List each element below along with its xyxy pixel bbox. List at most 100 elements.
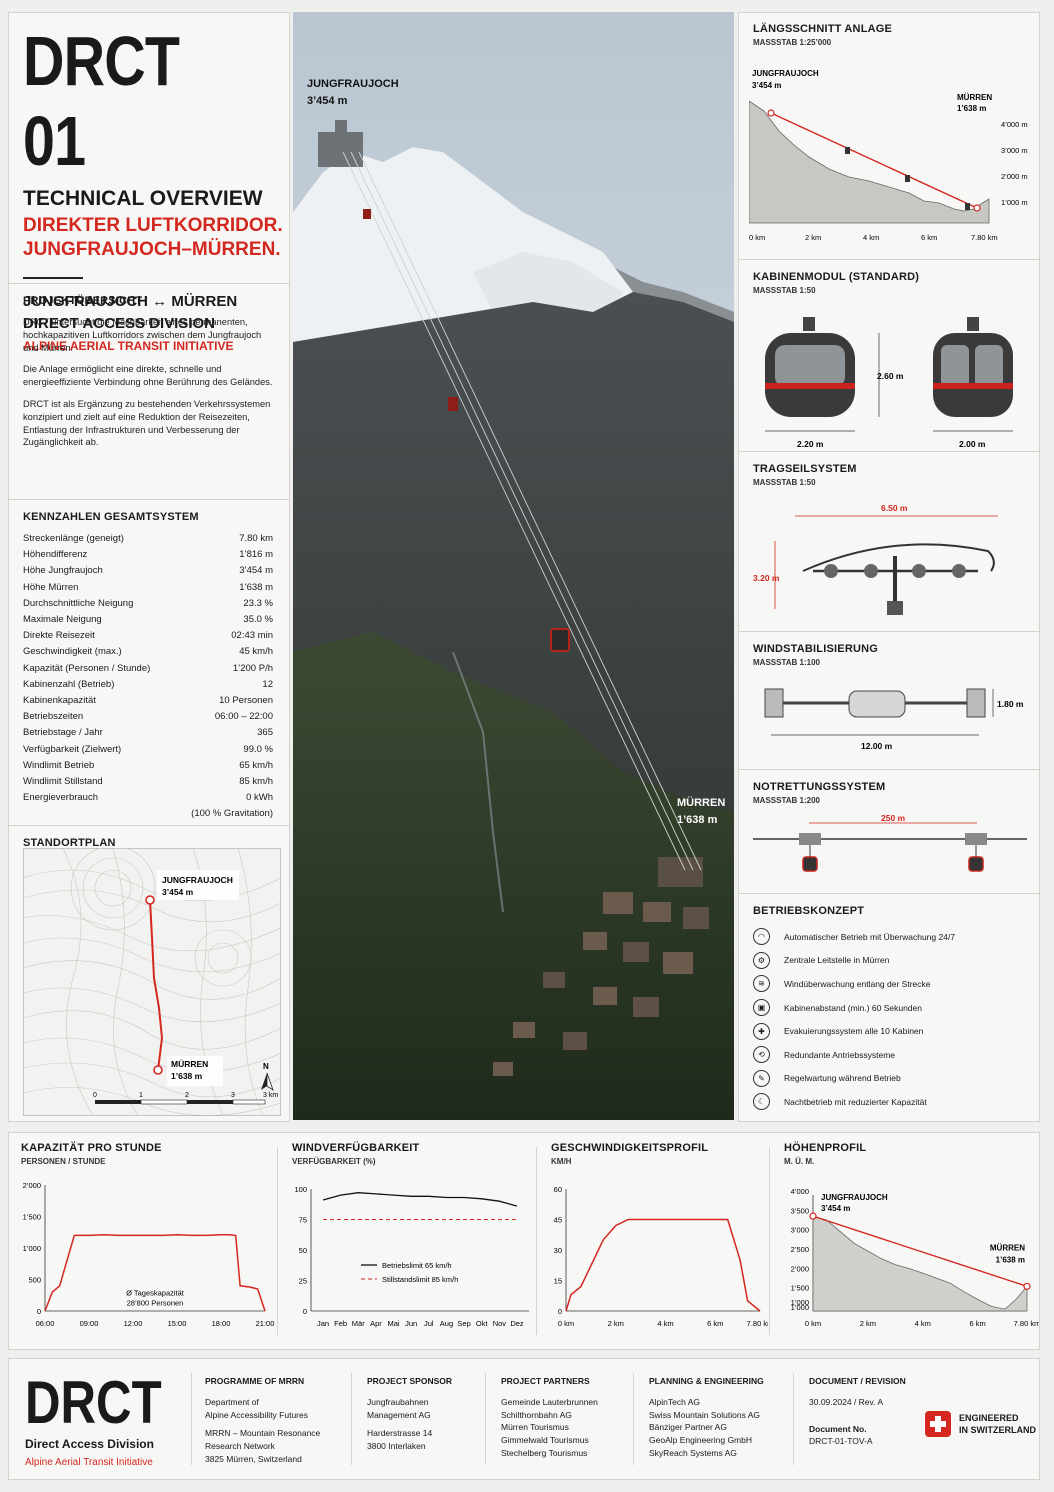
x-tick-label: Sep [457, 1319, 470, 1328]
overview-p1: DRCT untersucht die Machbarkeit eines pe… [23, 317, 262, 353]
kpi-value: 45 km/h [239, 646, 273, 658]
y-tick-label: 60 [554, 1185, 562, 1194]
divider [739, 893, 1039, 894]
kpi-row: Kapazität (Personen / Stunde)1’200 P/h [23, 661, 273, 677]
divider [633, 1373, 634, 1465]
x-tick-label: 18:00 [212, 1319, 231, 1328]
rescue-distance: 250 m [881, 813, 906, 823]
operations-title: BETRIEBSKONZEPT [753, 905, 865, 917]
programme-line: 3825 Mürren, Switzerland [205, 1453, 302, 1464]
longitudinal-bottom-alt: 1’638 m [957, 104, 986, 113]
scale-km: 3 km [263, 1092, 278, 1099]
chart2-title: WINDVERFÜGBARKEIT [292, 1142, 420, 1154]
elevation-top-name: JUNGFRAUJOCH [821, 1193, 888, 1202]
cabin-drawing: 2.60 m 2.20 m 2.00 m [765, 317, 1013, 449]
chart1-title: KAPAZITÄT PRO STUNDE [21, 1142, 162, 1154]
y-tick-label: 0 [558, 1307, 562, 1316]
night-icon: ☾ [753, 1093, 770, 1111]
x-tick-label: Jun [405, 1319, 417, 1328]
chart1-header: KAPAZITÄT PRO STUNDE PERSONEN / STUNDE [21, 1142, 162, 1166]
overview-title: PROJEKTÜBERSICHT [23, 295, 143, 307]
xtick: 6 km [921, 233, 937, 242]
y-tick-label: 15 [554, 1277, 562, 1286]
document-date: 30.09.2024 / Rev. A [809, 1396, 884, 1407]
list-item: ✎Regelwartung während Betrieb [753, 1067, 1027, 1091]
y-tick-label: 75 [299, 1216, 307, 1225]
operations-section: BETRIEBSKONZEPT ◠Automatischer Betrieb m… [739, 895, 1039, 1114]
x-tick-label: 2 km [860, 1319, 876, 1328]
x-tick-label: Apr [370, 1319, 382, 1328]
kpi-label: Streckenlänge (geneigt) [23, 533, 124, 544]
list-item: ⚙Zentrale Leitstelle in Mürren [753, 949, 1027, 973]
kpi-value: 10 Personen [219, 695, 273, 707]
ytick: 2’000 m [1001, 172, 1028, 181]
north-arrow-icon: N [261, 1062, 274, 1091]
x-tick-label: Dez [510, 1319, 524, 1328]
x-tick-label: 6 km [969, 1319, 985, 1328]
kpi-value: 23.3 % [243, 597, 273, 609]
kpi-title: KENNZAHLEN GESAMTSYSTEM [23, 511, 199, 523]
overview-p3: DRCT ist als Ergänzung zu bestehenden Ve… [23, 398, 271, 448]
capacity-series-line [44, 1234, 266, 1312]
divider [739, 631, 1039, 632]
y-tick-label: 2’000 [791, 1264, 809, 1273]
xtick: 7.80 km [971, 233, 998, 242]
siteplan-marker-top [145, 895, 155, 905]
monitor-icon: ◠ [753, 928, 770, 946]
y-tick-label: 50 [299, 1246, 307, 1255]
y-tick-label: 1’500 [791, 1284, 809, 1293]
y-tick-label: 2’000 [23, 1181, 41, 1190]
kpi-value: 3’454 m [239, 565, 273, 577]
elevation-cable-line [812, 1215, 1028, 1287]
siteplan-bottom-name: MÜRREN [171, 1059, 208, 1069]
cabin-height: 2.60 m [877, 371, 904, 381]
kpi-value: 06:00 – 22:00 [214, 711, 273, 723]
chart4-title: HÖHENPROFIL [784, 1142, 867, 1154]
chart3-title: GESCHWINDIGKEITSPROFIL [551, 1142, 709, 1154]
x-tick-label: 15:00 [168, 1319, 187, 1328]
scale-3: 3 [231, 1092, 235, 1099]
planning-line: Swiss Mountain Solutions AG [649, 1409, 761, 1420]
x-tick-label: Okt [476, 1319, 489, 1328]
y-tick-label: 2’500 [791, 1245, 809, 1254]
list-item: ▣Kabinenabstand (min.) 60 Sekunden [753, 996, 1027, 1020]
x-tick-label: Nov [493, 1319, 507, 1328]
x-tick-label: 21:00 [256, 1319, 275, 1328]
docno-label: Document No. [809, 1423, 867, 1434]
overview-section: PROJEKTÜBERSICHT DRCT untersucht die Mac… [9, 285, 289, 449]
elevation-marker-top [809, 1212, 817, 1220]
elevation-profile-chart: 4’0003’5003’0002’5002’0001’5001’0001’000… [791, 1187, 1039, 1328]
chart1-ylabel: PERSONEN / STUNDE [21, 1157, 106, 1166]
footer-division: Direct Access Division [25, 1437, 154, 1451]
photo-bottom-alt: 1’638 m [677, 814, 718, 826]
kpi-section: KENNZAHLEN GESAMTSYSTEM Streckenlänge (g… [9, 501, 289, 823]
speed-series-line [565, 1218, 761, 1312]
programme-line: Alpine Accessibility Futures [205, 1409, 308, 1420]
xtick: 4 km [863, 233, 879, 242]
planning-line: GeoAlp Engineering GmbH [649, 1435, 753, 1446]
elevation-top-alt: 3’454 m [821, 1204, 850, 1213]
y-tick-label: 30 [554, 1246, 562, 1255]
kpi-value: 7.80 km [239, 533, 273, 544]
y-tick-label: 1’000 [23, 1244, 41, 1253]
x-tick-label: 7.80 km [1014, 1319, 1039, 1328]
x-tick-label: 09:00 [80, 1319, 99, 1328]
scale-0: 0 [93, 1092, 97, 1099]
x-tick-label: 0 km [558, 1319, 574, 1328]
cabin-width-front: 2.20 m [797, 439, 824, 449]
page-subtitle: TECHNICAL OVERVIEW [23, 187, 263, 210]
wind-height: 1.80 m [997, 699, 1024, 709]
kpi-energy-note: (100 % Gravitation) [191, 808, 273, 820]
cabin-section: KABINENMODUL (STANDARD) MASSSTAB 1:50 [739, 261, 1039, 295]
siteplan-section: STANDORTPLAN [9, 827, 289, 849]
wind-drawing: 1.80 m 12.00 m [764, 688, 1024, 751]
planning-line: Bänziger Partner AG [649, 1422, 727, 1433]
divider [739, 259, 1039, 260]
partner-line: Mürren Tourismus [501, 1422, 569, 1433]
